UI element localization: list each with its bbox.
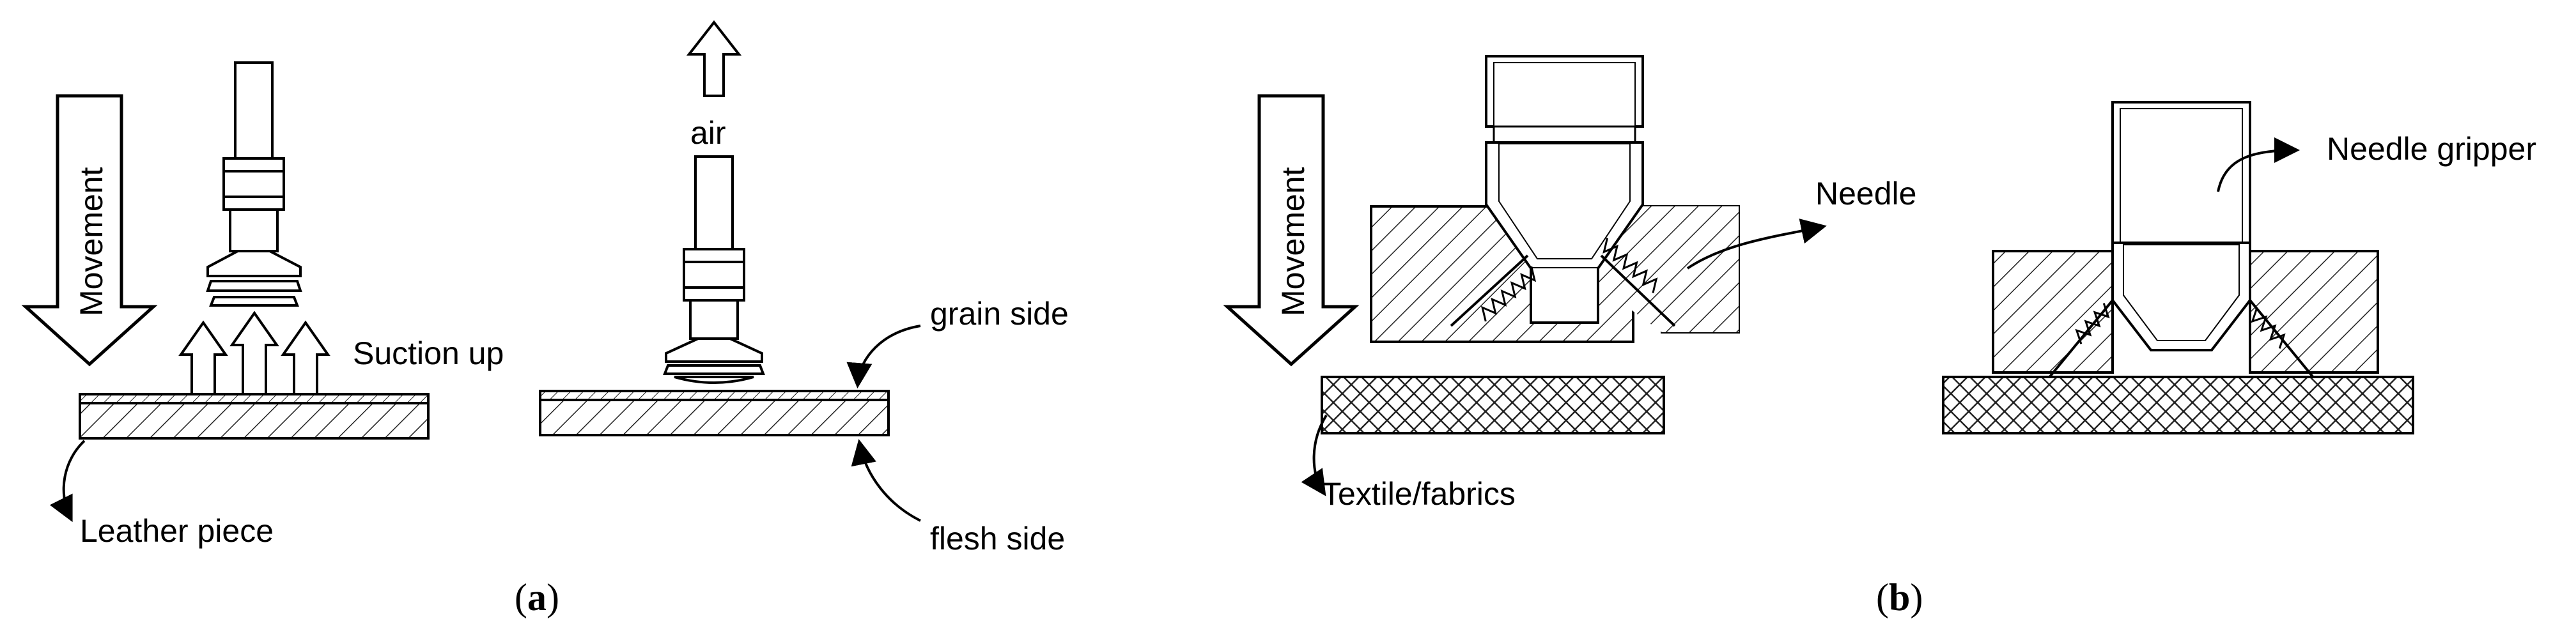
caption-a-letter: a (527, 576, 547, 618)
movement-label-b: Movement (1275, 167, 1311, 316)
movement-arrow-a: Movement (21, 94, 158, 367)
movement-arrow-b: Movement (1223, 94, 1360, 367)
needle-gripper-closed (1992, 101, 2379, 391)
panel-b: Movement Needle Textile (1223, 55, 2536, 618)
textile-right (1942, 376, 2414, 434)
caption-a: (a) (515, 576, 559, 618)
air-label: air (690, 115, 726, 151)
caption-b: (b) (1876, 576, 1923, 618)
movement-label-a: Movement (74, 167, 109, 316)
gripper-pointer (2217, 137, 2300, 192)
suction-arrows (178, 311, 330, 393)
grain-label: grain side (930, 296, 1069, 332)
air-arrow: air (686, 20, 742, 151)
textile-pointer (1301, 414, 1328, 496)
leather-label: Leather piece (80, 513, 274, 549)
flesh-pointer (851, 439, 921, 522)
panel-a: Movement Suction up Leather piece (21, 20, 1069, 618)
needle-pointer (1686, 219, 1827, 270)
needle-gripper-open (1370, 55, 1740, 343)
caption-b-letter: b (1889, 576, 1910, 618)
leather-pointer (49, 440, 86, 523)
leather-piece-right (539, 390, 890, 436)
needle-label: Needle (1815, 176, 1916, 211)
flesh-label: flesh side (930, 521, 1065, 556)
suction-label: Suction up (353, 335, 504, 371)
leather-piece-left (79, 393, 430, 440)
textile-left (1321, 376, 1665, 434)
textile-label: Textile/fabrics (1322, 476, 1516, 512)
suction-cup-left (206, 61, 302, 307)
grain-pointer (846, 325, 921, 388)
suction-cup-right (663, 155, 765, 384)
gripper-label: Needle gripper (2327, 131, 2536, 167)
